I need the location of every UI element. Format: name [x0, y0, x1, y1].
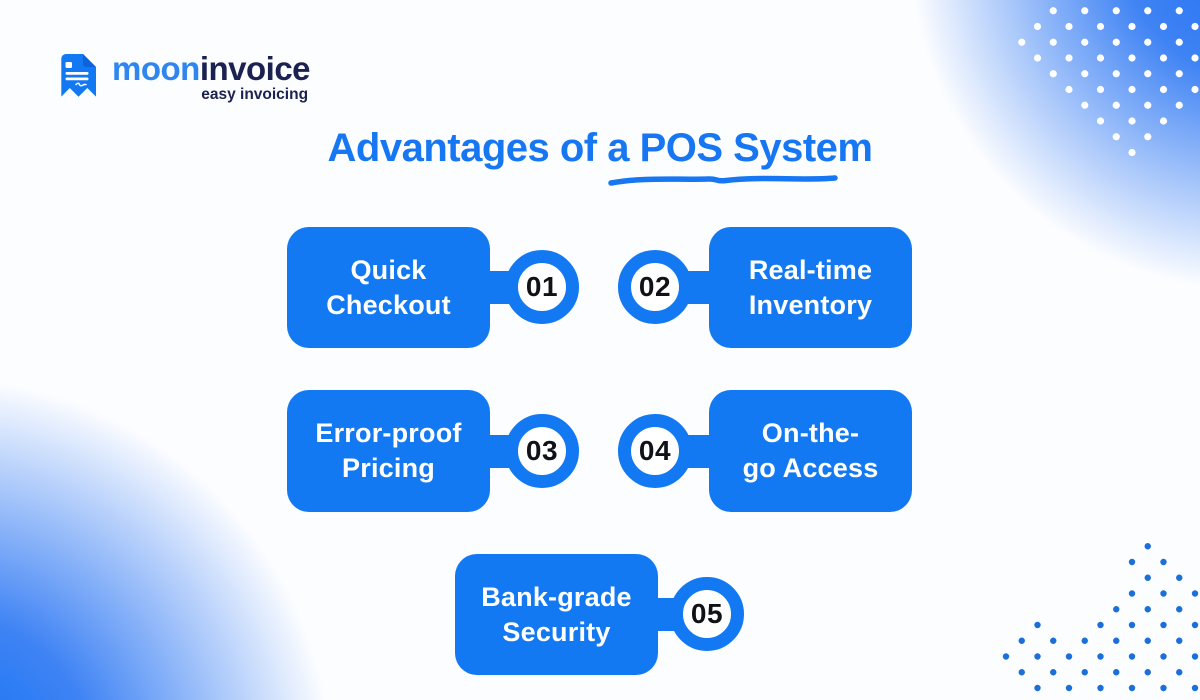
advantage-label: On-the- go Access	[743, 416, 879, 486]
advantage-label: Real-time Inventory	[749, 253, 872, 323]
brand-name-moon: moon	[112, 50, 200, 87]
brand-tagline: easy invoicing	[201, 86, 309, 103]
advantage-label-line2: Inventory	[748, 289, 873, 320]
number-badge: 04	[618, 414, 692, 488]
advantage-label-line1: Real-time	[748, 254, 873, 285]
advantage-label-line2: Security	[502, 616, 611, 647]
advantage-card: Real-time Inventory	[709, 227, 912, 348]
brand-wordmark: mooninvoice easy invoicing	[112, 50, 311, 104]
advantage-label-line2: go Access	[742, 453, 879, 483]
advantage-card: On-the- go Access	[709, 390, 912, 512]
number-badge: 03	[505, 414, 579, 488]
advantage-number: 04	[638, 435, 672, 466]
white-dots-pattern	[1018, 7, 1199, 157]
brand-logo: mooninvoice easy invoicing	[55, 50, 311, 105]
page-title: Advantages of a POS System	[327, 126, 873, 170]
blue-dots-pattern	[1002, 543, 1199, 692]
advantage-label-line2: Checkout	[326, 289, 451, 320]
advantage-card: Bank-grade Security	[455, 554, 658, 675]
hand-drawn-underline	[608, 175, 838, 186]
advantage-card: Error-proof Pricing	[287, 390, 490, 512]
advantage-number: 03	[525, 435, 559, 466]
advantage-number: 02	[638, 271, 672, 302]
brand-name-invoice: invoice	[199, 50, 311, 87]
advantage-label: Error-proof Pricing	[315, 416, 461, 486]
advantage-number: 05	[690, 598, 724, 629]
advantage-label-line2: Pricing	[342, 453, 435, 483]
advantage-number: 01	[525, 271, 559, 302]
advantage-label-line1: Error-proof	[315, 418, 462, 448]
invoice-ribbon-icon	[55, 52, 99, 105]
number-badge: 01	[505, 250, 579, 324]
advantage-label-line1: On-the-	[761, 418, 860, 448]
number-badge: 02	[618, 250, 692, 324]
advantage-card: Quick Checkout	[287, 227, 490, 348]
brand-name: mooninvoice	[112, 50, 311, 87]
number-badge: 05	[670, 577, 744, 651]
advantage-label: Bank-grade Security	[481, 580, 632, 650]
advantage-label: Quick Checkout	[326, 253, 451, 323]
advantage-label-line1: Quick	[350, 254, 427, 285]
advantage-label-line1: Bank-grade	[481, 581, 632, 612]
